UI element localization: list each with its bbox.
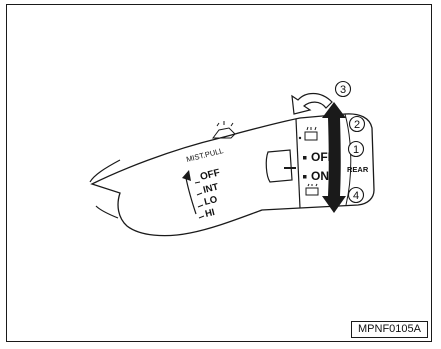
pull-arrow bbox=[292, 94, 332, 115]
callout-2: 2 bbox=[350, 117, 365, 132]
callout-1: 1 bbox=[349, 142, 364, 157]
callout-3: 3 bbox=[336, 82, 351, 97]
end-knob bbox=[266, 150, 292, 182]
callout-4: 4 bbox=[349, 188, 364, 203]
rear-label: REAR bbox=[347, 165, 369, 174]
off-dot bbox=[303, 156, 307, 160]
rear-on-label: ON bbox=[311, 169, 329, 183]
on-dot bbox=[303, 175, 307, 179]
svg-text:1: 1 bbox=[353, 144, 359, 156]
svg-text:2: 2 bbox=[354, 119, 360, 131]
figure-code-label: MPNF0105A bbox=[351, 321, 428, 338]
svg-text:3: 3 bbox=[340, 84, 346, 96]
svg-text:4: 4 bbox=[353, 190, 359, 202]
